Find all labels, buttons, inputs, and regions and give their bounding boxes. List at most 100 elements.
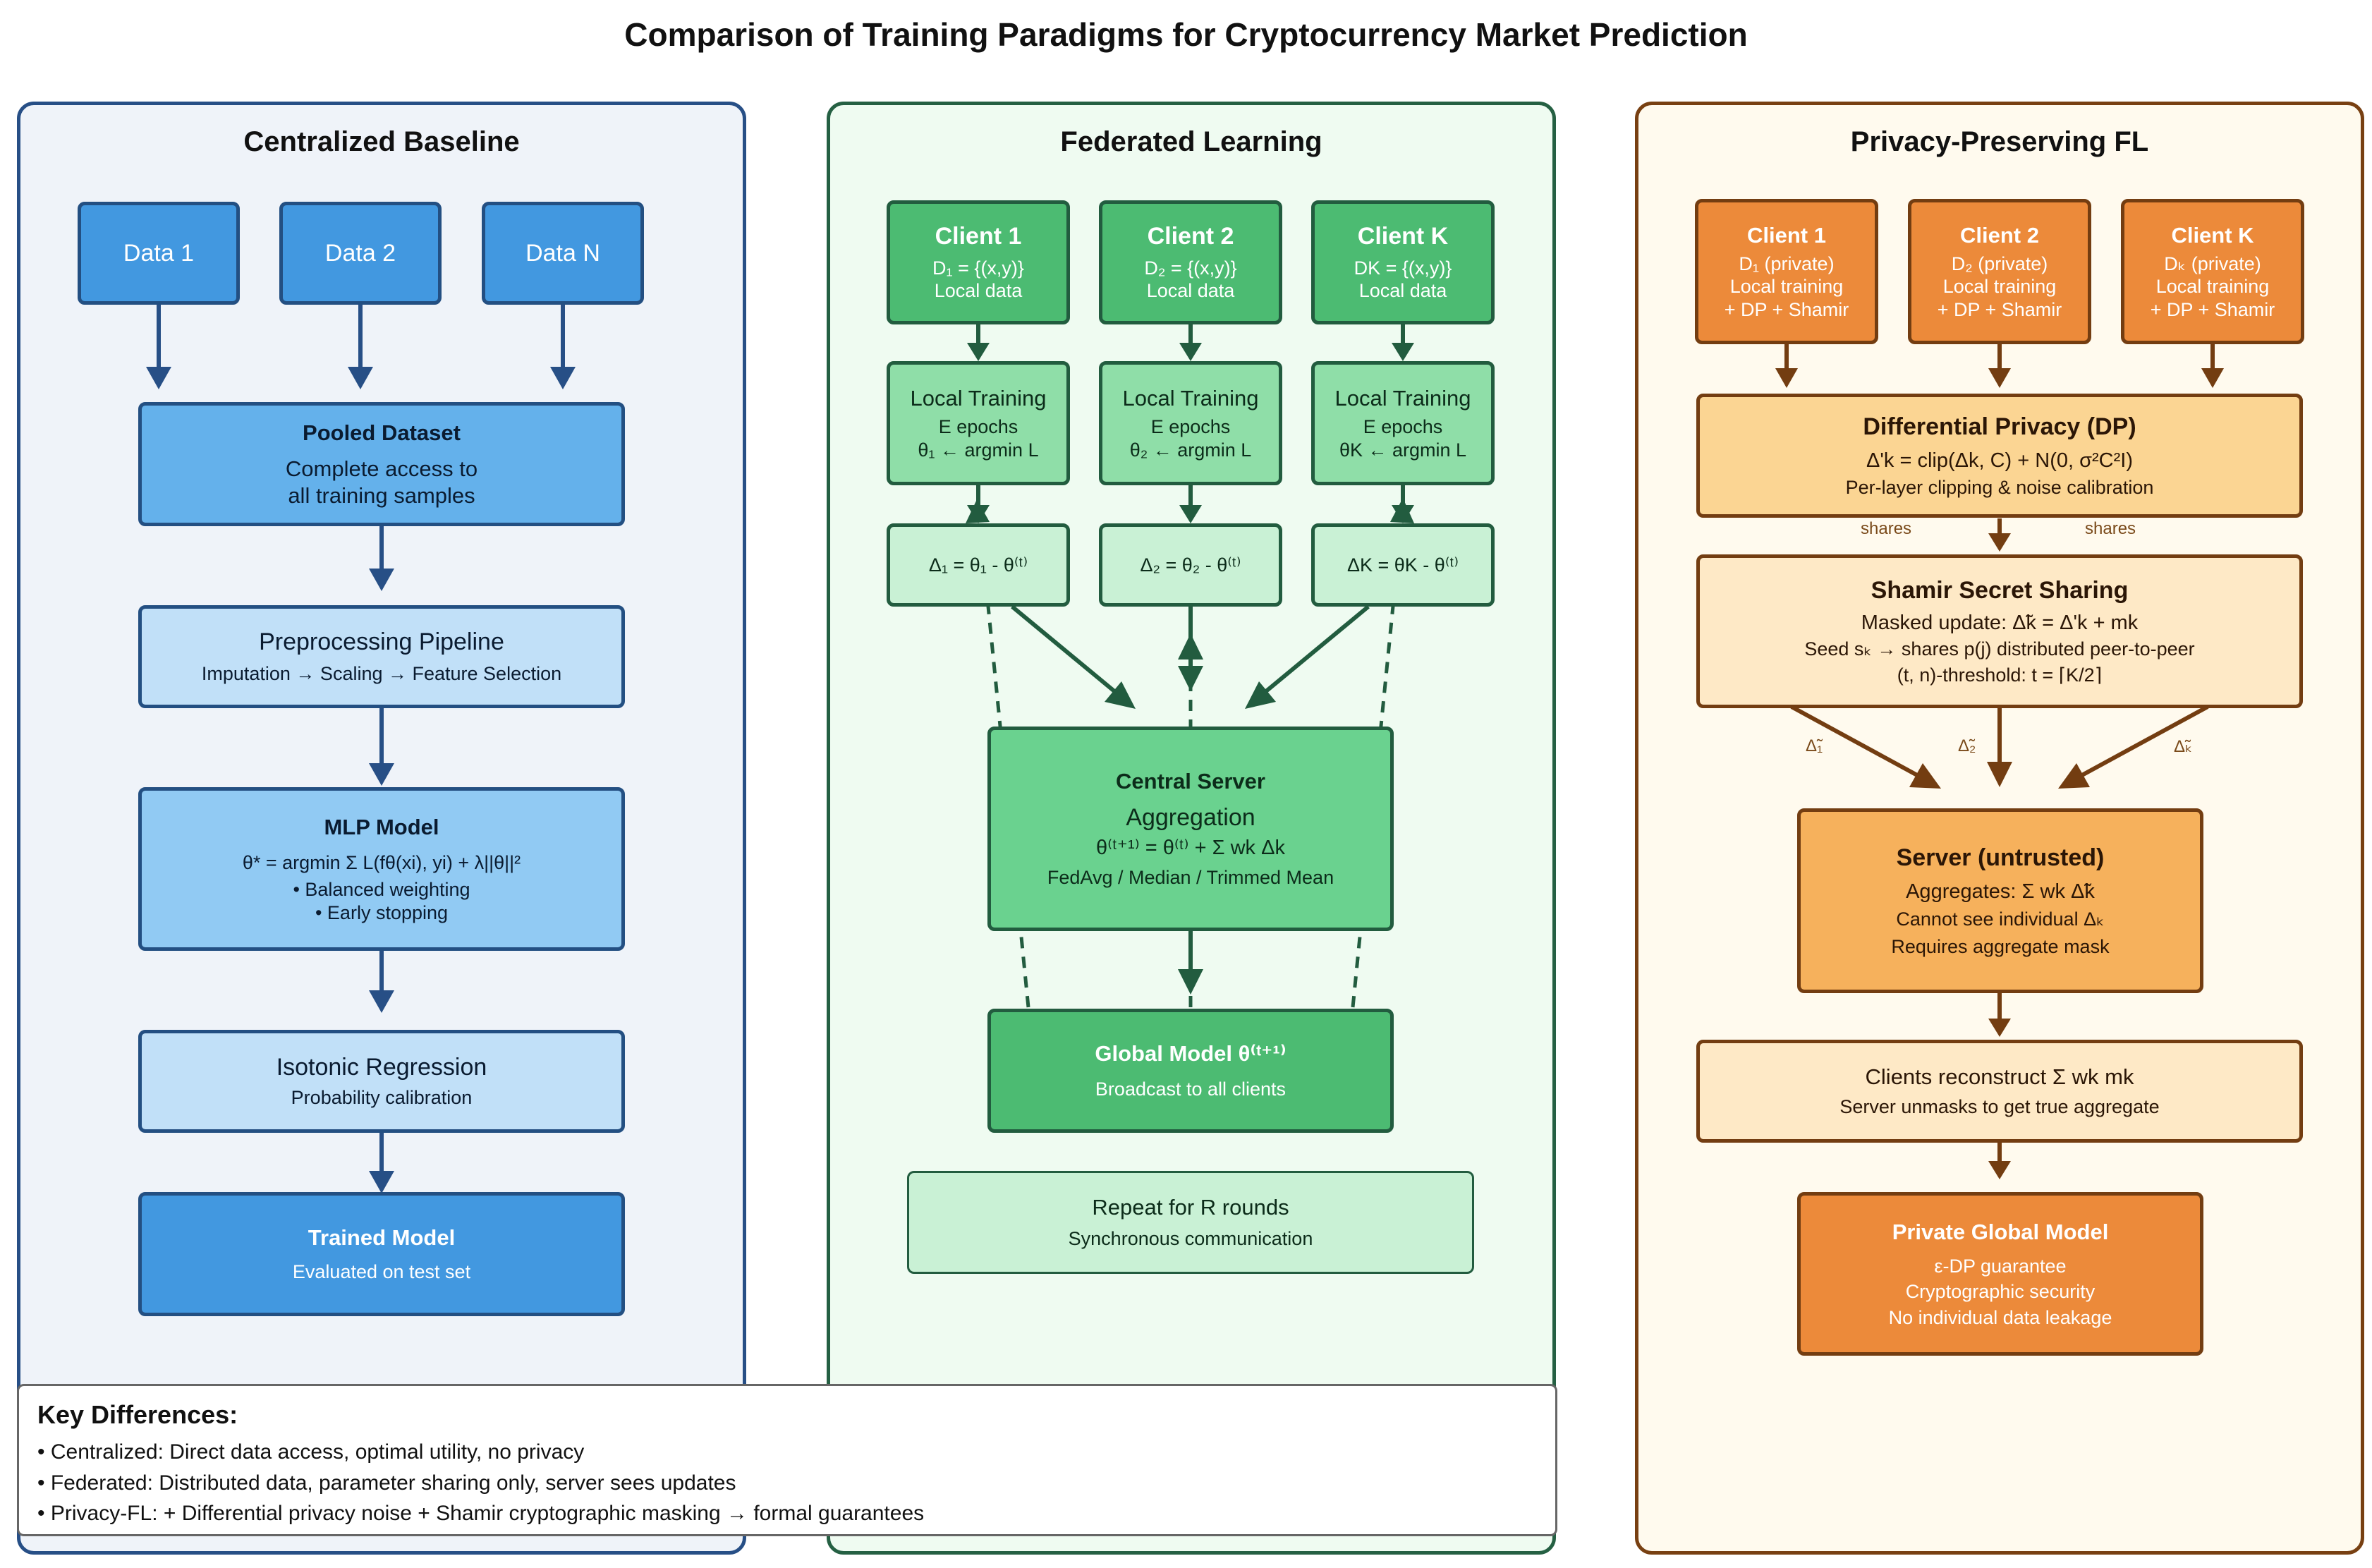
fl-repeat-box: Repeat for R rounds Synchronous communic… <box>907 1171 1474 1274</box>
fl-delta-1: Δ₁ = θ₁ - θ⁽ᵗ⁾ <box>887 523 1070 607</box>
pp-server-title: Server (untrusted) <box>1896 844 2105 871</box>
data-source-1-label: Data 1 <box>123 239 195 267</box>
fl-client-2-name: Client 2 <box>1147 223 1234 250</box>
pooled-dataset-title: Pooled Dataset <box>303 420 461 446</box>
fl-central-server-subtitle: Aggregation <box>1126 803 1255 831</box>
pooled-dataset-box: Pooled Dataset Complete access to all tr… <box>138 402 625 526</box>
key-difference-privacy: • Privacy-FL: + Differential privacy noi… <box>37 1502 925 1525</box>
masked-label-k: Δ̃ₖ <box>2174 737 2193 756</box>
mlp-model-title: MLP Model <box>324 814 439 839</box>
fl-delta-2-label: Δ₂ = θ₂ - θ⁽ᵗ⁾ <box>1140 554 1241 576</box>
fl-client-1: Client 1 D₁ = {(x,y)} Local data <box>887 200 1070 324</box>
fl-delta-2: Δ₂ = θ₂ - θ⁽ᵗ⁾ <box>1099 523 1282 607</box>
pp-shamir-line1: Masked update: Δ̃k = Δ'k + mk <box>1861 611 2139 634</box>
pp-client-1-line1: Local training <box>1729 276 1844 298</box>
fl-client-2-desc: Local data <box>1146 280 1235 302</box>
mlp-model-box: MLP Model θ* = argmin Σ L(fθ(xi), yi) + … <box>138 787 625 951</box>
fl-local-training-2-rule: θ₂ ← argmin L <box>1129 439 1252 461</box>
pp-server-line3: Requires aggregate mask <box>1891 935 2110 957</box>
masked-label-1: Δ̃₁ <box>1806 736 1823 755</box>
pp-private-global-title: Private Global Model <box>1892 1219 2109 1244</box>
pp-dp-box: Differential Privacy (DP) Δ'k = clip(Δk,… <box>1696 394 2303 518</box>
pp-client-k: Client K Dₖ (private) Local training + D… <box>2121 199 2304 344</box>
fl-local-training-k: Local Training E epochs θK ← argmin L <box>1311 361 1495 485</box>
shares-label-left: shares <box>1861 519 1912 538</box>
fl-delta-1-label: Δ₁ = θ₁ - θ⁽ᵗ⁾ <box>928 554 1028 576</box>
pooled-dataset-line1: Complete access to <box>285 456 478 482</box>
fl-global-model-title: Global Model θ⁽ᵗ⁺¹⁾ <box>1095 1041 1287 1066</box>
fl-client-k-desc: Local data <box>1358 280 1447 302</box>
fl-local-training-k-epochs: E epochs <box>1363 416 1443 438</box>
fl-local-training-k-rule: θK ← argmin L <box>1339 439 1467 461</box>
pp-client-2-data: D₂ (private) <box>1951 253 2048 274</box>
pp-private-global-line1: ε-DP guarantee <box>1934 1256 2067 1277</box>
shares-label-right: shares <box>2085 519 2136 538</box>
pp-reconstruct-title: Clients reconstruct Σ wk mk <box>1865 1064 2134 1090</box>
pp-private-global-line3: No individual data leakage <box>1888 1306 2112 1328</box>
mlp-model-bullet2: • Early stopping <box>315 901 449 923</box>
fl-local-training-k-title: Local Training <box>1334 386 1471 411</box>
key-difference-centralized: • Centralized: Direct data access, optim… <box>37 1440 585 1464</box>
panel-federated-title: Federated Learning <box>1060 126 1322 157</box>
pp-server-box: Server (untrusted) Aggregates: Σ wk Δ̃k … <box>1797 808 2203 993</box>
panel-privacy-title: Privacy-Preserving FL <box>1850 126 2149 157</box>
pp-client-1-data: D₁ (private) <box>1739 253 1835 274</box>
fl-local-training-1: Local Training E epochs θ₁ ← argmin L <box>887 361 1070 485</box>
fl-client-2-data: D₂ = {(x,y)} <box>1144 257 1237 279</box>
key-differences-title: Key Differences: <box>37 1400 238 1429</box>
pp-reconstruct-box: Clients reconstruct Σ wk mk Server unmas… <box>1696 1040 2303 1143</box>
pp-private-global-line2: Cryptographic security <box>1905 1281 2096 1303</box>
isotonic-box: Isotonic Regression Probability calibrat… <box>138 1030 625 1133</box>
pp-dp-formula: Δ'k = clip(Δk, C) + N(0, σ²C²I) <box>1866 449 2133 472</box>
isotonic-detail: Probability calibration <box>291 1087 473 1109</box>
preprocessing-title: Preprocessing Pipeline <box>259 628 504 656</box>
pooled-dataset-line2: all training samples <box>288 482 475 508</box>
pp-server-line2: Cannot see individual Δₖ <box>1896 908 2105 930</box>
fl-local-training-1-epochs: E epochs <box>938 416 1018 438</box>
key-differences-box: Key Differences: • Centralized: Direct d… <box>17 1384 1557 1536</box>
broadcast-heads <box>966 498 1414 523</box>
data-source-2-label: Data 2 <box>324 239 396 267</box>
fl-repeat-detail: Synchronous communication <box>1068 1228 1313 1250</box>
pp-client-k-line1: Local training <box>2155 276 2270 298</box>
fl-client-1-name: Client 1 <box>935 223 1022 250</box>
preprocessing-box: Preprocessing Pipeline Imputation → Scal… <box>138 605 625 708</box>
privacy-arrows <box>1775 344 2224 1179</box>
key-difference-federated: • Federated: Distributed data, parameter… <box>37 1471 736 1495</box>
trained-model-title: Trained Model <box>308 1225 456 1251</box>
preprocessing-detail: Imputation → Scaling → Feature Selection <box>201 663 562 685</box>
fl-client-1-desc: Local data <box>934 280 1023 302</box>
fl-client-k-name: Client K <box>1357 223 1449 250</box>
fl-local-training-2: Local Training E epochs θ₂ ← argmin L <box>1099 361 1282 485</box>
pp-dp-title: Differential Privacy (DP) <box>1863 413 2136 440</box>
fl-global-model-detail: Broadcast to all clients <box>1095 1078 1287 1100</box>
fl-local-training-1-rule: θ₁ ← argmin L <box>918 439 1039 461</box>
pp-shamir-line2: Seed sₖ → shares p(j) distributed peer-t… <box>1804 638 2195 660</box>
pp-shamir-box: Shamir Secret Sharing Masked update: Δ̃k… <box>1696 554 2303 708</box>
mlp-model-formula: θ* = argmin Σ L(fθ(xi), yi) + λ||θ||² <box>242 852 521 873</box>
fl-central-server: Central Server Aggregation θ⁽ᵗ⁺¹⁾ = θ⁽ᵗ⁾… <box>987 727 1394 931</box>
fl-client-1-data: D₁ = {(x,y)} <box>932 257 1024 279</box>
fl-central-server-methods: FedAvg / Median / Trimmed Mean <box>1047 867 1334 889</box>
fl-client-2: Client 2 D₂ = {(x,y)} Local data <box>1099 200 1282 324</box>
fl-client-k: Client K DK = {(x,y)} Local data <box>1311 200 1495 324</box>
data-source-1: Data 1 <box>78 202 240 305</box>
pp-client-2-line2: + DP + Shamir <box>1937 298 2062 320</box>
fl-local-training-1-title: Local Training <box>910 386 1047 411</box>
pp-client-1-line2: + DP + Shamir <box>1724 298 1849 320</box>
pp-client-2-name: Client 2 <box>1960 222 2039 248</box>
pp-dp-detail: Per-layer clipping & noise calibration <box>1845 476 2154 498</box>
pp-shamir-line3: (t, n)-threshold: t = ⌈K/2⌉ <box>1897 664 2103 686</box>
pp-client-k-name: Client K <box>2171 222 2254 248</box>
fl-global-model: Global Model θ⁽ᵗ⁺¹⁾ Broadcast to all cli… <box>987 1009 1394 1133</box>
fl-local-training-2-epochs: E epochs <box>1150 416 1231 438</box>
data-source-2: Data 2 <box>279 202 442 305</box>
mlp-model-bullet1: • Balanced weighting <box>293 879 470 901</box>
masked-label-2: Δ̃₂ <box>1958 736 1976 755</box>
pp-shamir-title: Shamir Secret Sharing <box>1871 576 2129 604</box>
trained-model-box: Trained Model Evaluated on test set <box>138 1192 625 1316</box>
pp-server-line1: Aggregates: Σ wk Δ̃k <box>1906 880 2095 903</box>
fl-central-server-formula: θ⁽ᵗ⁺¹⁾ = θ⁽ᵗ⁾ + Σ wk Δk <box>1096 837 1285 860</box>
pp-client-k-line2: + DP + Shamir <box>2150 298 2275 320</box>
pp-client-1-name: Client 1 <box>1747 222 1826 248</box>
